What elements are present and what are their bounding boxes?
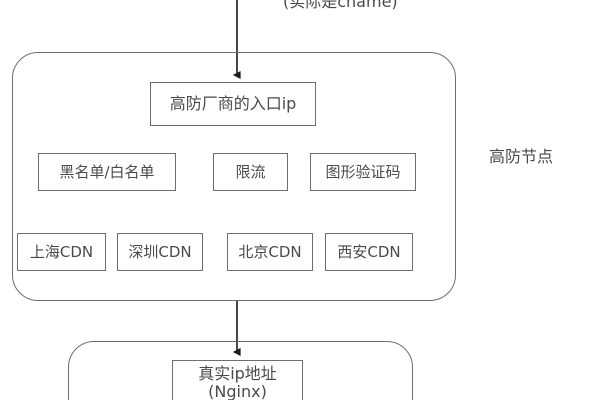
group-origin-server [68, 341, 413, 400]
node-rate-limit: 限流 [213, 153, 288, 191]
label-protection-node: 高防节点 [489, 147, 554, 166]
node-cdn-xian: 西安CDN [325, 233, 413, 271]
node-cdn-shenzhen: 深圳CDN [117, 233, 203, 271]
node-real-ip-line2: (Nginx) [208, 381, 267, 400]
group-protection-node [12, 52, 456, 301]
node-entry-ip: 高防厂商的入口ip [150, 82, 316, 126]
node-graphic-captcha: 图形验证码 [310, 153, 416, 191]
node-blacklist-whitelist: 黑名单/白名单 [38, 153, 176, 191]
node-cdn-beijing: 北京CDN [227, 233, 313, 271]
node-real-ip-line1: 真实ip地址 [198, 364, 277, 383]
annotation-cname-note: (实际是cname) [283, 0, 398, 11]
node-real-ip: 真实ip地址 (Nginx) [172, 360, 303, 400]
node-cdn-shanghai: 上海CDN [17, 233, 106, 271]
